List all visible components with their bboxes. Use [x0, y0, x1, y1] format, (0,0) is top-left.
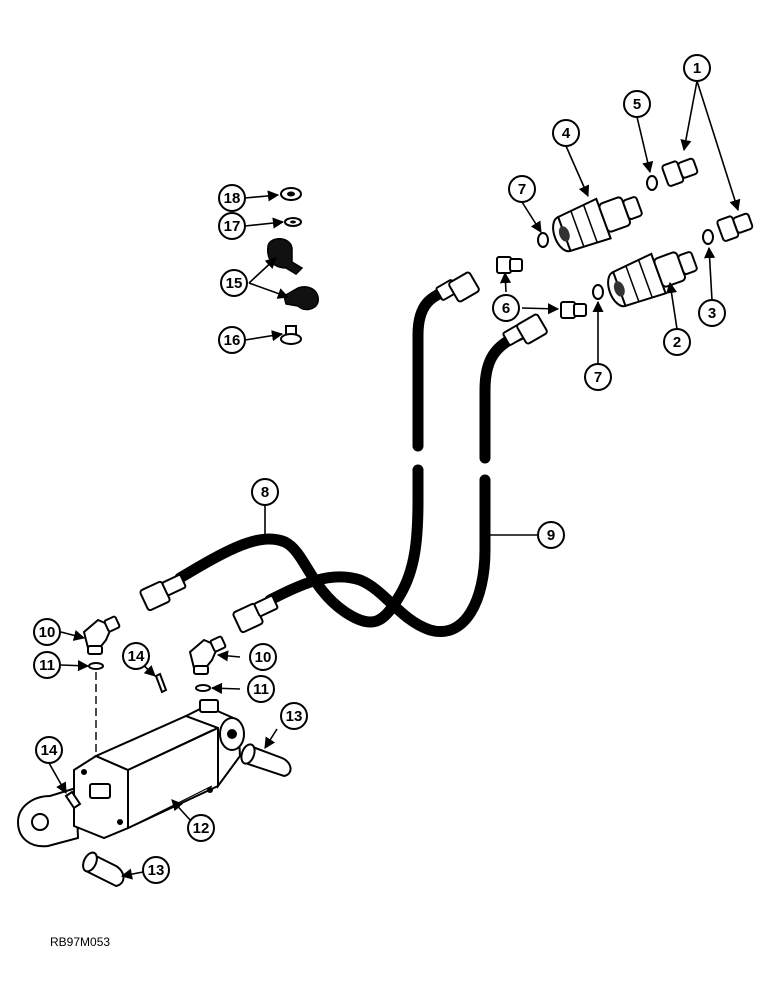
hose-8-upper-fitting [435, 271, 480, 303]
callout-5: 5 [623, 90, 651, 118]
svg-text:13: 13 [148, 862, 165, 879]
svg-text:14: 14 [128, 648, 145, 665]
svg-text:17: 17 [224, 218, 241, 235]
washer-17 [284, 217, 302, 227]
o-ring-3 [702, 229, 714, 245]
svg-text:12: 12 [193, 820, 210, 837]
callout-7-upper: 7 [508, 175, 536, 203]
callout-15: 15 [220, 269, 248, 297]
svg-text:11: 11 [39, 657, 55, 674]
pin-13-lower [82, 851, 125, 888]
svg-text:11: 11 [253, 681, 269, 698]
callout-6: 6 [492, 294, 520, 322]
callout-18: 18 [218, 184, 246, 212]
svg-text:10: 10 [39, 624, 56, 641]
svg-text:10: 10 [255, 649, 272, 666]
svg-text:3: 3 [708, 305, 716, 322]
adapter-upper [496, 256, 523, 274]
figure-code: RB97M053 [50, 935, 110, 949]
svg-text:13: 13 [286, 708, 303, 725]
elbow-fitting-right [188, 635, 227, 675]
callout-11-left: 11 [33, 651, 61, 679]
svg-text:15: 15 [226, 275, 243, 292]
o-ring-7-lower [592, 284, 604, 300]
callout-7-lower: 7 [584, 363, 612, 391]
nut-18 [280, 187, 302, 201]
hose-9 [264, 329, 526, 637]
svg-text:5: 5 [633, 96, 641, 113]
callout-2: 2 [663, 328, 691, 356]
pin-13-upper [240, 743, 292, 778]
callout-8: 8 [251, 478, 279, 506]
hydraulic-cylinder-12 [16, 699, 245, 848]
o-ring-11-right [195, 684, 211, 692]
hose-9-lower-fitting [232, 595, 279, 634]
svg-text:4: 4 [562, 125, 571, 142]
callout-4: 4 [552, 119, 580, 147]
callout-11-right: 11 [247, 675, 275, 703]
svg-text:7: 7 [518, 181, 526, 198]
bolt-16 [280, 325, 302, 345]
svg-text:6: 6 [502, 300, 510, 317]
cotter-pin-14-lower [64, 790, 82, 810]
callout-13-lower: 13 [142, 856, 170, 884]
callout-9: 9 [537, 521, 565, 549]
callout-14-upper: 14 [122, 642, 150, 670]
o-ring-5 [646, 175, 658, 191]
callout-13-upper: 13 [280, 702, 308, 730]
coupler-body-2 [607, 251, 698, 308]
callout-17: 17 [218, 212, 246, 240]
coupler-body-4 [552, 196, 643, 253]
cotter-pin-14-upper [154, 672, 168, 694]
o-ring-7-upper [537, 232, 549, 248]
clamp-15-lower [283, 286, 319, 311]
callout-12: 12 [187, 814, 215, 842]
svg-text:2: 2 [673, 334, 681, 351]
callout-14-lower: 14 [35, 736, 63, 764]
callout-10-left: 10 [33, 618, 61, 646]
callout-1: 1 [683, 54, 711, 82]
svg-text:1: 1 [693, 60, 701, 77]
hose-8-lower-fitting [139, 574, 187, 612]
svg-text:16: 16 [224, 332, 241, 349]
o-ring-11-left [88, 662, 104, 670]
elbow-fitting-left [82, 615, 121, 655]
svg-text:14: 14 [41, 742, 58, 759]
svg-text:9: 9 [547, 527, 555, 544]
leader-lines [48, 80, 741, 880]
svg-text:7: 7 [594, 369, 602, 386]
svg-text:8: 8 [261, 484, 269, 501]
clamp-15-upper [267, 238, 304, 275]
coupler-tip-upper [661, 157, 699, 187]
adapter-lower [560, 301, 587, 319]
hose-9-upper-fitting [502, 313, 548, 346]
callout-10-right: 10 [249, 643, 277, 671]
callout-16: 16 [218, 326, 246, 354]
coupler-tip-lower [716, 212, 754, 242]
callout-3: 3 [698, 299, 726, 327]
svg-text:18: 18 [224, 190, 241, 207]
